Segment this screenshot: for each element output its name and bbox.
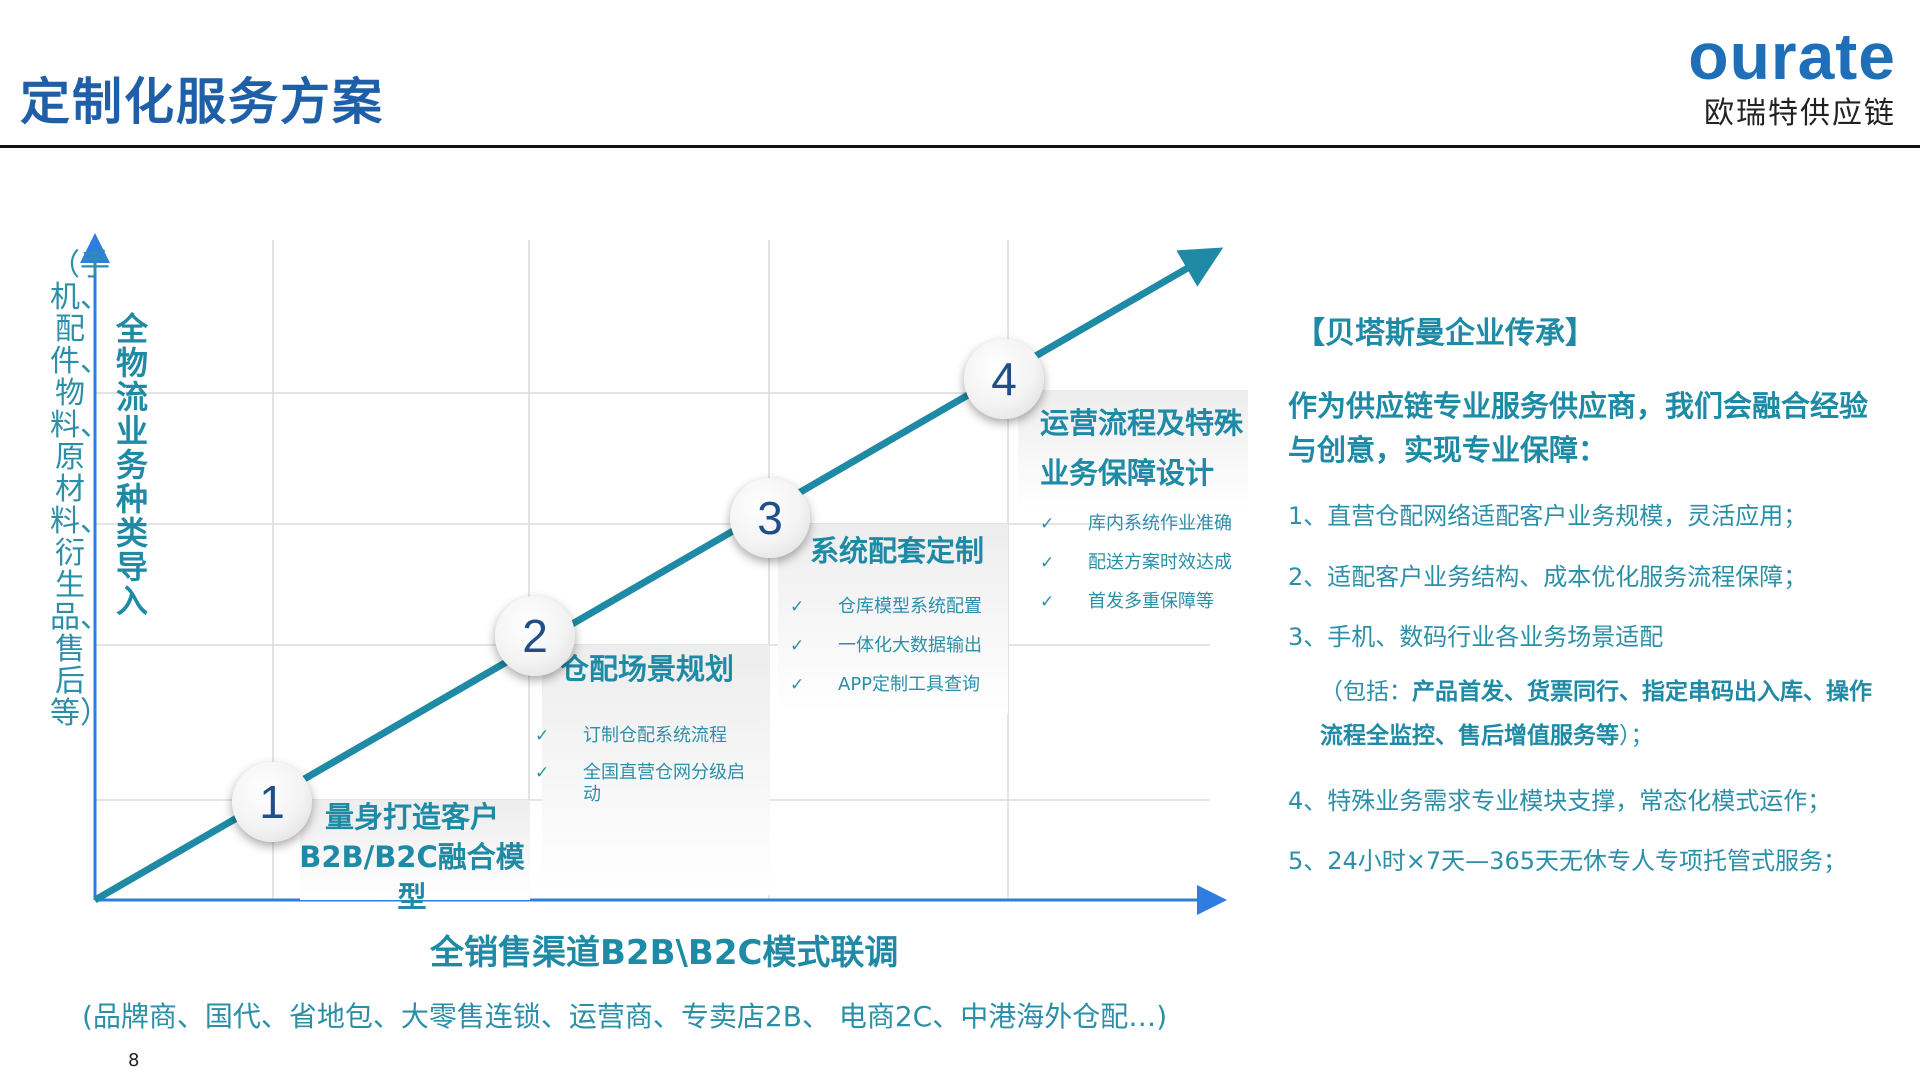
stage-4-panel [1018,390,1248,510]
stage-4-items: ✓库内系统作业准确 ✓配送方案时效达成 ✓首发多重保障等 [1040,513,1260,628]
list-item-detail: （包括：产品首发、货票同行、指定串码出入库、操作流程全监控、售后增值服务等）； [1320,679,1872,749]
header-divider [0,145,1920,148]
stage-3-number: 3 [730,478,810,558]
x-axis-title: 全销售渠道B2B\B2C模式联调 [430,933,899,973]
list-item: ✓全国直营仓网分级启动 [535,762,745,805]
list-item: 1、直营仓配网络适配客户业务规模，灵活应用； [1288,502,1808,530]
stage-2-title: 仓配场景规划 [560,652,735,686]
page-title: 定制化服务方案 [20,73,384,131]
stage-2-number: 2 [495,596,575,676]
stage-3-title: 系统配套定制 [810,534,985,568]
list-item: ✓库内系统作业准确 [1040,513,1232,534]
check-icon: ✓ [535,763,550,783]
list-item: 3、手机、数码行业各业务场景适配 [1288,623,1664,651]
stage-3-items: ✓仓库模型系统配置 ✓一体化大数据输出 ✓APP定制工具查询 [790,596,1020,711]
list-item: ✓首发多重保障等 [1040,591,1214,612]
list-item: ✓APP定制工具查询 [790,674,981,695]
page-number: 8 [128,1050,140,1071]
stage-1-number: 1 [232,762,312,842]
check-icon: ✓ [790,597,805,617]
brand-logo-subtitle: 欧瑞特供应链 [1704,96,1896,131]
stage-2-panel [542,645,770,895]
check-icon: ✓ [790,636,805,656]
list-item: ✓仓库模型系统配置 [790,596,982,617]
section-heading: 【贝塔斯曼企业传承】 [1295,316,1595,351]
stage-3-panel [778,524,1008,714]
list-item: ✓配送方案时效达成 [1040,552,1232,573]
stage-4-title: 运营流程及特殊业务保障设计 [1040,406,1244,490]
stage-1-title: 量身打造客户B2B/B2C融合模型 [299,800,525,914]
check-icon: ✓ [535,726,550,746]
check-icon: ✓ [1040,592,1055,612]
list-item: 5、24小时×7天—365天无休专人专项托管式服务； [1288,847,1847,875]
check-icon: ✓ [790,675,805,695]
check-icon: ✓ [1040,553,1055,573]
x-axis-note: (品牌商、国代、省地包、大零售连锁、运营商、专卖店2B、 电商2C、中港海外仓配… [82,1000,1168,1033]
list-item: 2、适配客户业务结构、成本优化服务流程保障； [1288,563,1808,591]
brand-logo-word: ourate [1688,19,1896,93]
stage-1-panel [300,800,530,900]
section-intro: 作为供应链专业服务供应商，我们会融合经验与创意，实现专业保障： [1288,389,1869,467]
stage-2-items: ✓订制仓配系统流程 ✓全国直营仓网分级启动 [535,725,760,821]
list-item: ✓一体化大数据输出 [790,635,982,656]
y-axis-label-main: 全物流业务种类导入 [115,310,148,620]
y-axis-label-categories: （手机、配件、物料、原材料、衍生品、售后等） [50,248,110,731]
check-icon: ✓ [1040,514,1055,534]
list-item: ✓订制仓配系统流程 [535,725,727,746]
list-item: 4、特殊业务需求专业模块支撑，常态化模式运作； [1288,787,1832,815]
stage-4-number: 4 [964,339,1044,419]
